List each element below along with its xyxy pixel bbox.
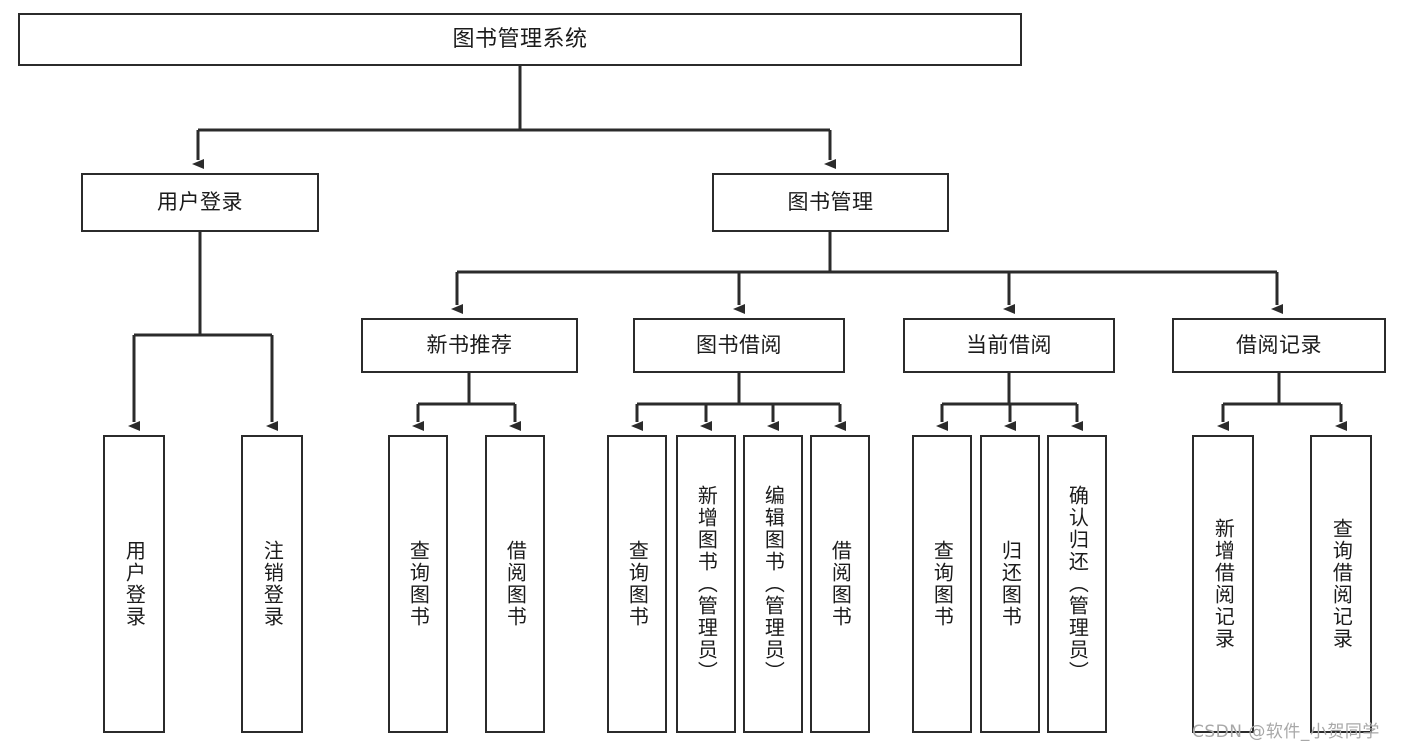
node-book-management[interactable]: 图书管理 xyxy=(712,173,949,232)
node-label: 当前借阅 xyxy=(966,333,1052,358)
node-label: 用户登录 xyxy=(157,190,243,215)
node-label: 借阅记录 xyxy=(1236,333,1322,358)
node-label: 查询借阅记录 xyxy=(1329,518,1354,650)
node-label: 借阅图书 xyxy=(503,540,528,628)
node-label: 归还图书 xyxy=(998,540,1023,628)
node-label: 查询图书 xyxy=(406,540,431,628)
node-leaf-query-book-1[interactable]: 查询图书 xyxy=(388,435,448,733)
node-current-borrow[interactable]: 当前借阅 xyxy=(903,318,1115,373)
node-label: 图书管理 xyxy=(787,190,874,215)
node-label: 借阅图书 xyxy=(828,540,853,628)
node-label: 查询图书 xyxy=(625,540,650,628)
node-root[interactable]: 图书管理系统 xyxy=(18,13,1022,66)
node-borrow-record[interactable]: 借阅记录 xyxy=(1172,318,1386,373)
node-leaf-add-book-admin[interactable]: 新增图书（管理员） xyxy=(676,435,736,733)
node-label: 图书借阅 xyxy=(696,333,782,358)
node-label: 确认归还（管理员） xyxy=(1065,485,1090,683)
node-leaf-borrow-book-1[interactable]: 借阅图书 xyxy=(485,435,545,733)
node-leaf-query-book-2[interactable]: 查询图书 xyxy=(607,435,667,733)
node-label: 注销登录 xyxy=(260,540,285,628)
node-leaf-edit-book-admin[interactable]: 编辑图书（管理员） xyxy=(743,435,803,733)
node-leaf-user-login[interactable]: 用户登录 xyxy=(103,435,165,733)
csdn-watermark: CSDN @软件_小贺同学 xyxy=(1192,722,1380,742)
node-leaf-query-borrow-record[interactable]: 查询借阅记录 xyxy=(1310,435,1372,733)
node-label: 图书管理系统 xyxy=(452,26,588,52)
node-user-login[interactable]: 用户登录 xyxy=(81,173,319,232)
node-leaf-add-borrow-record[interactable]: 新增借阅记录 xyxy=(1192,435,1254,733)
node-label: 查询图书 xyxy=(930,540,955,628)
node-label: 新增图书（管理员） xyxy=(694,485,719,683)
node-label: 新增借阅记录 xyxy=(1211,518,1236,650)
node-label: 编辑图书（管理员） xyxy=(761,485,786,683)
node-label: 新书推荐 xyxy=(426,333,513,358)
node-new-book-recommend[interactable]: 新书推荐 xyxy=(361,318,578,373)
node-label: 用户登录 xyxy=(122,540,147,628)
node-leaf-confirm-return[interactable]: 确认归还（管理员） xyxy=(1047,435,1107,733)
node-leaf-borrow-book-2[interactable]: 借阅图书 xyxy=(810,435,870,733)
node-book-borrow[interactable]: 图书借阅 xyxy=(633,318,845,373)
node-leaf-user-logout[interactable]: 注销登录 xyxy=(241,435,303,733)
node-leaf-return-book[interactable]: 归还图书 xyxy=(980,435,1040,733)
node-leaf-query-book-3[interactable]: 查询图书 xyxy=(912,435,972,733)
